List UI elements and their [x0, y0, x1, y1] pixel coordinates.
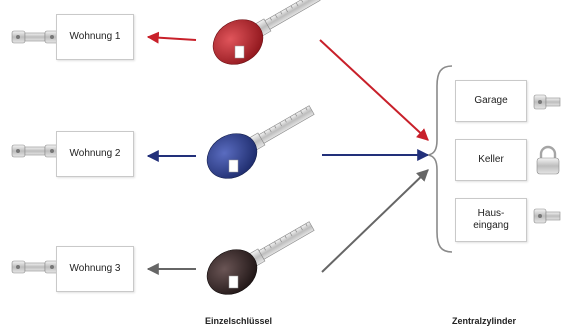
lock-cylinder-icon: [11, 30, 59, 44]
box-label-line2: eingang: [473, 220, 509, 231]
padlock-icon: [536, 145, 560, 175]
caption-einzelschluessel: Einzelschlüssel: [205, 316, 273, 326]
key-icon: [212, 0, 321, 65]
key-icon: [206, 221, 315, 295]
arrow-key1-to-zentral: [319, 39, 429, 141]
lock-cylinder-icon: [533, 94, 561, 110]
arrow-key3-to-zentral: [321, 169, 429, 273]
box-wohnung-1: Wohnung 1: [56, 14, 134, 60]
lock-cylinder-icon: [533, 208, 561, 224]
box-label: Keller: [478, 153, 504, 165]
caption-zentralzylinder: Zentralzylinder: [452, 316, 517, 326]
arrow-key1-to-wohnung1: [146, 31, 197, 44]
lock-cylinder-icon: [11, 144, 59, 158]
box-label-line1: Haus-: [477, 207, 505, 219]
bracket: [427, 65, 453, 253]
box-keller: Keller: [455, 139, 527, 181]
lock-cylinder-icon: [11, 260, 59, 274]
box-label: Garage: [474, 94, 508, 106]
box-wohnung-2: Wohnung 2: [56, 131, 134, 177]
box-label: Wohnung 3: [69, 262, 121, 274]
box-hauseingang: Haus- eingang: [455, 198, 527, 242]
box-label: Wohnung 2: [69, 147, 121, 159]
key-icon: [206, 105, 315, 179]
box-garage: Garage: [455, 80, 527, 122]
box-label: Wohnung 1: [69, 30, 121, 42]
box-wohnung-3: Wohnung 3: [56, 246, 134, 292]
